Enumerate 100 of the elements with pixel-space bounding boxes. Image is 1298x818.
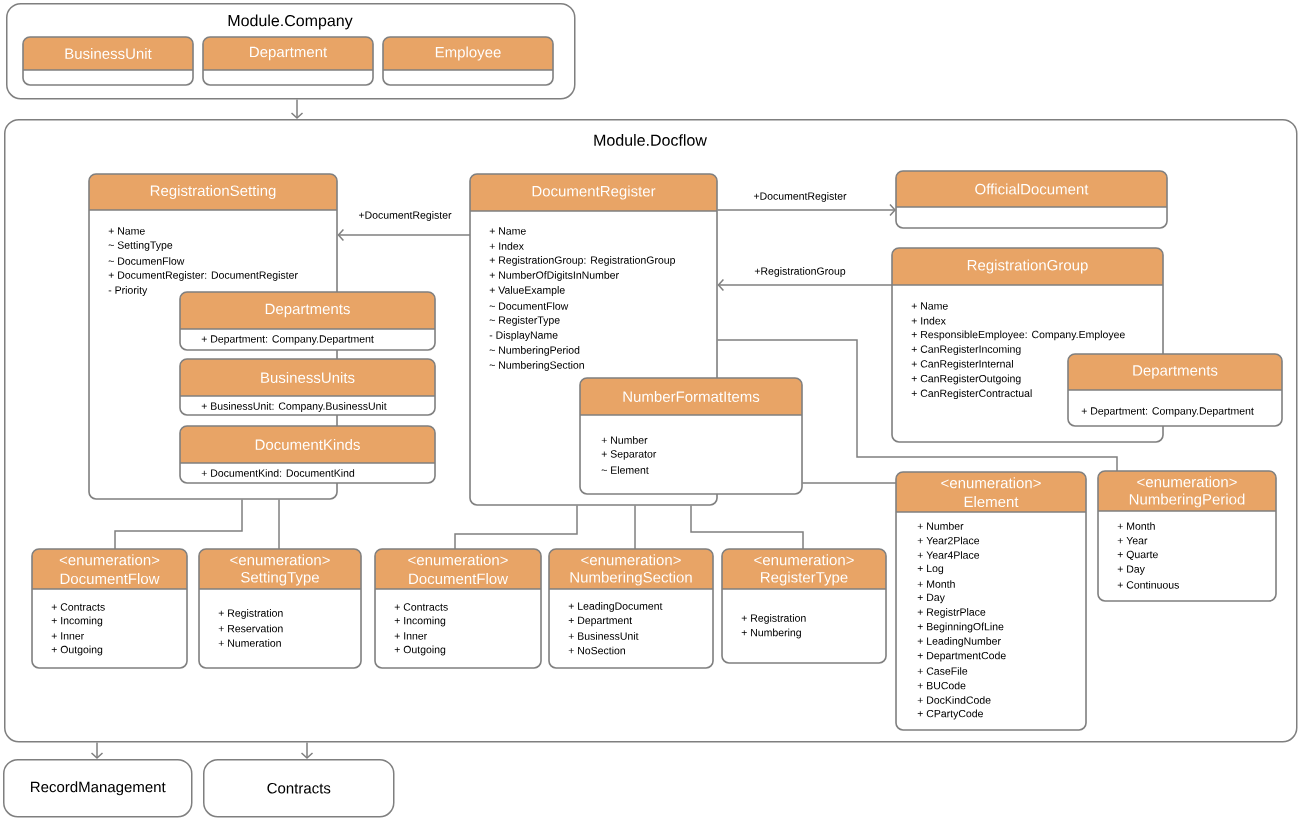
class-name: Departments <box>265 303 350 318</box>
connector <box>716 203 896 217</box>
class-name: DocumentRegister <box>532 185 656 200</box>
connector <box>717 278 893 292</box>
attribute: + Inner <box>51 632 84 640</box>
attribute: + Incoming <box>51 616 103 627</box>
attribute: ~ DocumentFlow <box>489 302 569 310</box>
module-box: RecordManagement <box>3 759 193 818</box>
attribute: + DocumentKind: DocumentKind <box>201 469 355 477</box>
class-box <box>382 36 554 86</box>
stereotype: <enumeration> <box>408 554 508 566</box>
attribute: + NumberOfDigitsInNumber <box>489 271 619 281</box>
class-box <box>548 548 714 669</box>
class-box <box>22 36 194 86</box>
attribute: + BUCode <box>917 681 966 690</box>
edge-label: +RegistrationGroup <box>753 266 847 278</box>
connector <box>337 228 471 242</box>
attribute: + Year <box>1117 537 1148 545</box>
attribute: + Department <box>568 616 632 627</box>
class-name: NumberingSection <box>570 571 692 586</box>
attribute: + CanRegisterContractual <box>911 389 1032 400</box>
attribute: + Day <box>1117 565 1145 575</box>
class-box <box>895 170 1168 229</box>
connector <box>90 741 104 759</box>
class-name: Employee <box>435 46 501 61</box>
attribute: + DepartmentCode <box>917 651 1006 662</box>
edge-label: +DocumentRegister <box>357 210 453 222</box>
attribute: + Quarte <box>1117 550 1158 561</box>
class-name: Department <box>250 46 328 61</box>
attribute: + LeadingNumber <box>917 637 1001 647</box>
attribute: + CanRegisterOutgoing <box>911 374 1021 385</box>
attribute: + Registration <box>218 609 283 619</box>
connector <box>114 498 243 550</box>
class-box <box>202 36 374 86</box>
attribute: + Name <box>911 302 948 310</box>
attribute: + NoSection <box>568 646 625 655</box>
attribute: + Name <box>489 227 526 235</box>
attribute: ~ DocumenFlow <box>108 257 185 265</box>
edge-label: +DocumentRegister <box>752 191 848 203</box>
class-name: RegistrationGroup <box>967 259 1088 274</box>
connector <box>801 482 897 484</box>
attribute: + Month <box>1117 522 1155 530</box>
stereotype: <enumeration> <box>230 554 330 566</box>
attribute: + ResponsibleEmployee: Company.Employee <box>911 330 1125 341</box>
class-name: BusinessUnits <box>261 372 355 383</box>
class-box <box>31 548 188 669</box>
attribute: + LeadingDocument <box>568 602 663 612</box>
attribute: + Inner <box>394 632 427 640</box>
class-box <box>1067 353 1283 427</box>
class-name: Element <box>964 496 1019 508</box>
attribute: + CaseFile <box>917 667 968 675</box>
class-name: RegisterType <box>761 571 848 586</box>
class-box <box>179 358 436 416</box>
attribute: ~ NumberingSection <box>489 361 584 371</box>
class-name: OfficialDocument <box>975 183 1089 195</box>
attribute: + DocumentRegister: DocumentRegister <box>108 271 298 281</box>
attribute: + Incoming <box>394 616 446 627</box>
attribute: + Number <box>601 436 648 444</box>
class-name: Departments <box>1133 365 1218 379</box>
attribute: + Separator <box>601 450 657 460</box>
class-box <box>721 548 887 664</box>
class-box <box>374 548 542 669</box>
connector <box>278 498 280 550</box>
attribute: ~ NumberingPeriod <box>489 346 580 356</box>
attribute: + Continuous <box>1117 580 1179 589</box>
class-name: BusinessUnit <box>65 48 152 59</box>
connector <box>454 504 578 550</box>
class-name: NumberingPeriod <box>1129 493 1245 508</box>
connector <box>716 339 1118 472</box>
stereotype: <enumeration> <box>1137 476 1237 488</box>
attribute: - DisplayName <box>489 331 558 341</box>
attribute: + CPartyCode <box>917 709 983 720</box>
attribute: + Numeration <box>218 639 281 647</box>
attribute: + RegistrationGroup: RegistrationGroup <box>489 256 675 266</box>
attribute: + Name <box>108 227 145 235</box>
attribute: + DocKindCode <box>917 696 991 704</box>
attribute: + Year4Place <box>917 551 980 559</box>
attribute: + Numbering <box>741 628 801 639</box>
attribute: + RegistrPlace <box>917 608 986 618</box>
attribute: + Day <box>917 593 945 604</box>
attribute: + CanRegisterInternal <box>911 359 1013 370</box>
stereotype: <enumeration> <box>941 477 1041 489</box>
class-box <box>198 548 362 669</box>
module-box: Contracts <box>203 759 395 818</box>
attribute: + Department: Company.Department <box>1081 407 1254 417</box>
stereotype: <enumeration> <box>754 554 854 566</box>
attribute: + BusinessUnit: Company.BusinessUnit <box>201 402 387 412</box>
attribute: + Number <box>917 522 964 530</box>
connector <box>634 504 636 550</box>
connector <box>290 98 304 119</box>
attribute: + Registration <box>741 614 806 624</box>
class-name: SettingType <box>241 571 319 586</box>
stereotype: <enumeration> <box>581 554 681 566</box>
attribute: + Year2Place <box>917 536 980 545</box>
attribute: + Department: Company.Department <box>201 335 374 345</box>
connector <box>690 504 804 550</box>
class-name: DocumentFlow <box>60 573 160 585</box>
attribute: + Index <box>911 316 946 325</box>
attribute: + BeginningOfLine <box>917 622 1004 633</box>
class-name: RegistrationSetting <box>150 185 276 199</box>
